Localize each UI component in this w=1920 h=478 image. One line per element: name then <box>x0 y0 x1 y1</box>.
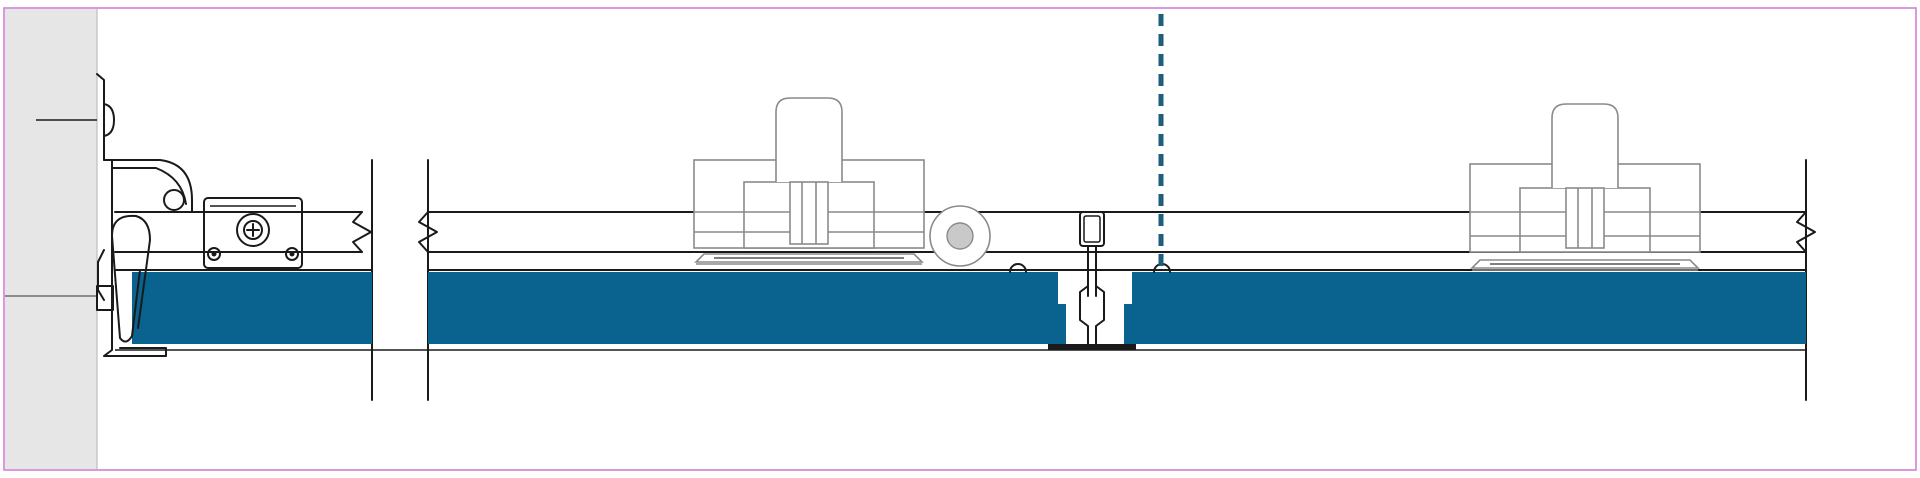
wall-fastener-nut <box>96 285 114 311</box>
phillips-screw-icon <box>236 213 270 247</box>
carrier-rail-left <box>114 211 373 271</box>
wall <box>5 9 97 469</box>
acoustic-tile-right <box>1124 272 1806 344</box>
spring-clip <box>97 214 151 343</box>
perimeter-trim <box>96 73 193 357</box>
hold-down-clip-left <box>693 97 925 265</box>
wall-bracket-clip <box>203 197 303 269</box>
acoustic-tile-center <box>428 272 1066 344</box>
hold-down-clip-right <box>1469 103 1701 271</box>
t-bar-runner <box>1048 211 1136 350</box>
acoustic-tile-left <box>132 272 372 344</box>
carrier-roller <box>929 205 991 267</box>
